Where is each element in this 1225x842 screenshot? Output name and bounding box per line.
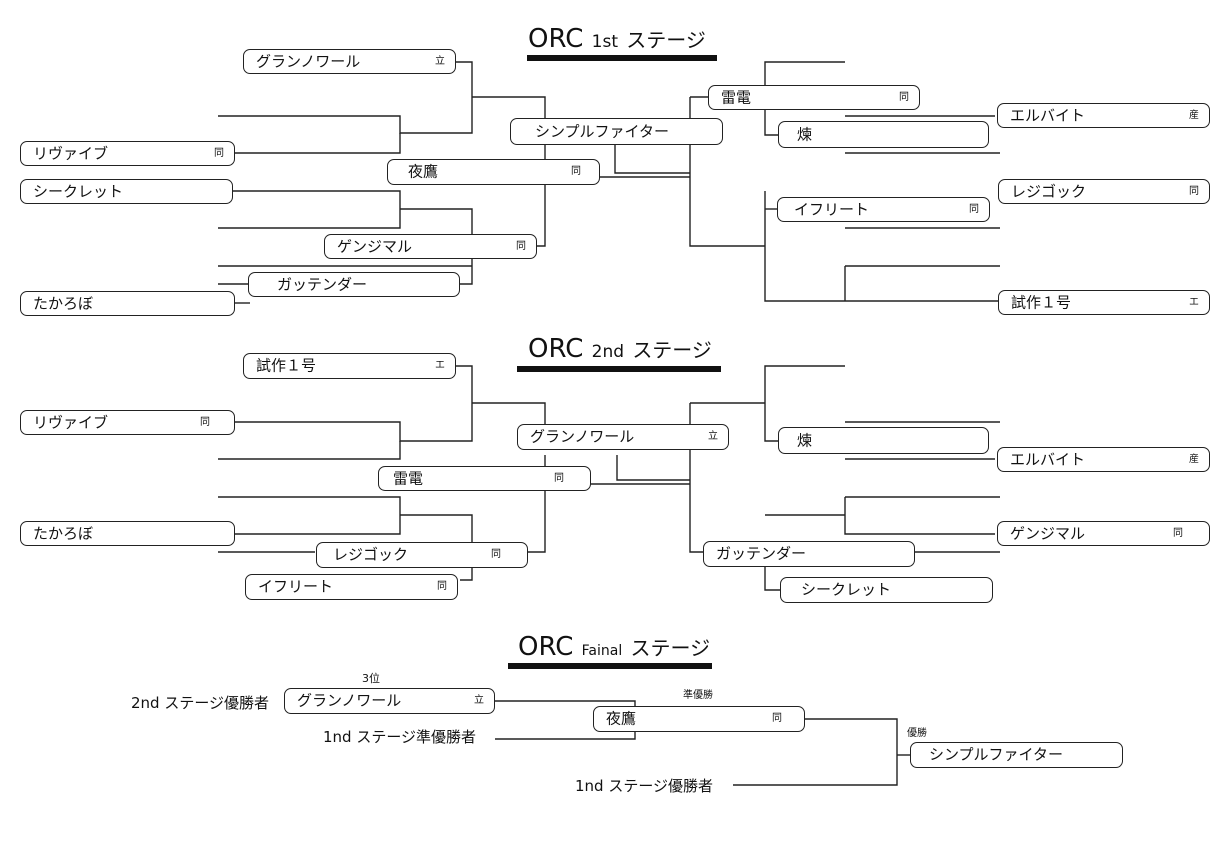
stage2-title-underline	[517, 366, 721, 372]
entry-affiliation: 同	[491, 549, 501, 560]
entry-affiliation: 同	[899, 91, 909, 103]
entry-name: シークレット	[33, 182, 124, 200]
entry-name: ガッテンダー	[277, 275, 368, 293]
entry-name: レジゴック	[1011, 182, 1087, 200]
seed-stage2-winner: 2nd ステージ優勝者	[131, 694, 270, 712]
final-title-underline	[508, 663, 712, 669]
entry-affiliation: エ	[435, 360, 445, 371]
stage1-title-main: ORC	[528, 24, 584, 54]
s1-entry-gurannowaru: グランノワール 立	[243, 49, 456, 74]
entry-name: 煉	[797, 431, 813, 449]
entry-name: 雷電	[393, 469, 424, 487]
entry-name: 煉	[797, 125, 813, 143]
stage2-title-stage: ステージ	[632, 338, 712, 362]
s1-entry-ifurito: イフリート 同	[777, 197, 990, 222]
s1-entry-rejigokku: レジゴック 同	[998, 179, 1210, 204]
stage2-title-sub: 2nd	[591, 342, 625, 362]
s2-entry-rejigokku: レジゴック 同	[316, 542, 528, 568]
stage1-title-underline	[527, 55, 717, 61]
third-place-label: 3位	[362, 672, 380, 685]
entry-affiliation: 産	[1189, 453, 1199, 465]
entry-name: シークレット	[801, 580, 892, 599]
entry-affiliation: 同	[1173, 527, 1183, 539]
final-title-sub: Fainal	[581, 643, 623, 659]
final-title-stage: ステージ	[630, 636, 711, 660]
stage1-title: ORC 1st ステージ	[528, 26, 706, 52]
stage1-title-sub: 1st	[591, 32, 618, 52]
entry-name: グランノワール	[297, 691, 402, 710]
entry-name: シンプルファイター	[929, 745, 1063, 764]
final-title: ORC Fainal ステージ	[518, 634, 710, 660]
winner-label: 優勝	[907, 728, 927, 739]
s1-entry-ren: 煉	[778, 121, 989, 148]
entry-name: エルバイト	[1010, 450, 1086, 468]
s1-entry-takarobo: たかろぼ	[20, 291, 235, 316]
s1-entry-raiden: 雷電 同	[708, 85, 920, 110]
entry-affiliation: 同	[1189, 185, 1199, 197]
s2-entry-gurannowaru: グランノワール 立	[517, 424, 729, 450]
entry-affiliation: 産	[1189, 109, 1199, 121]
s1-entry-shinpurufaita: シンプルファイター	[510, 118, 723, 145]
s1-entry-rivaibu: リヴァイブ 同	[20, 141, 235, 166]
entry-affiliation: 同	[516, 240, 526, 252]
s1-entry-yotaka: 夜鷹 同	[387, 159, 600, 185]
entry-affiliation: 同	[571, 166, 581, 177]
runner-up-label: 準優勝	[683, 690, 713, 701]
entry-affiliation: 同	[437, 581, 447, 592]
entry-name: グランノワール	[256, 52, 361, 70]
entry-affiliation: 同	[214, 147, 224, 159]
seed-stage1-winner: 1nd ステージ優勝者	[575, 777, 714, 795]
s2-entry-rivaibu: リヴァイブ 同	[20, 410, 235, 435]
entry-name: 夜鷹	[408, 162, 439, 181]
entry-name: シンプルファイター	[535, 122, 669, 140]
s1-entry-shikuretto: シークレット	[20, 179, 233, 204]
entry-name: 試作１号	[256, 356, 317, 375]
entry-affiliation: 同	[772, 713, 782, 724]
entry-affiliation: 同	[554, 472, 564, 484]
entry-name: イフリート	[258, 577, 334, 596]
stage2-title-main: ORC	[528, 334, 584, 364]
s2-entry-raiden: 雷電 同	[378, 466, 591, 491]
final-runner-up: 夜鷹 同	[593, 706, 805, 732]
entry-name: たかろぼ	[33, 294, 94, 312]
s1-entry-genjimaru: ゲンジマル 同	[324, 234, 537, 259]
entry-name: ゲンジマル	[1010, 524, 1086, 542]
final-third-place: グランノワール 立	[284, 688, 495, 714]
entry-affiliation: エ	[1189, 296, 1199, 308]
entry-name: 試作１号	[1011, 293, 1072, 311]
entry-affiliation: 立	[435, 55, 445, 67]
entry-affiliation: 同	[200, 416, 210, 428]
s2-entry-ifurito: イフリート 同	[245, 574, 458, 600]
s2-entry-gattenda: ガッテンダー	[703, 541, 915, 567]
s2-entry-shisaku1go: 試作１号 エ	[243, 353, 456, 379]
entry-affiliation: 立	[474, 695, 484, 706]
entry-name: 夜鷹	[606, 709, 637, 728]
s1-entry-gattenda: ガッテンダー	[248, 272, 460, 297]
entry-name: エルバイト	[1010, 106, 1086, 124]
s2-entry-ren: 煉	[778, 427, 989, 454]
entry-name: グランノワール	[530, 427, 635, 446]
entry-name: レジゴック	[333, 545, 409, 564]
s2-entry-genjimaru: ゲンジマル 同	[997, 521, 1210, 546]
s2-entry-erubaito: エルバイト 産	[997, 447, 1210, 472]
entry-name: リヴァイブ	[33, 413, 109, 431]
s1-entry-shisaku1go: 試作１号 エ	[998, 290, 1210, 315]
entry-name: ゲンジマル	[337, 237, 413, 255]
final-title-main: ORC	[518, 632, 574, 662]
s2-entry-shikuretto: シークレット	[780, 577, 993, 603]
stage1-title-stage: ステージ	[626, 28, 706, 52]
s2-entry-takarobo: たかろぼ	[20, 521, 235, 546]
entry-name: イフリート	[794, 200, 870, 218]
entry-name: リヴァイブ	[33, 144, 109, 162]
seed-stage1-runner-up: 1nd ステージ準優勝者	[323, 728, 477, 746]
s1-entry-erubaito: エルバイト 産	[997, 103, 1210, 128]
entry-name: ガッテンダー	[716, 544, 807, 563]
stage2-title: ORC 2nd ステージ	[528, 336, 712, 362]
entry-name: たかろぼ	[33, 524, 94, 542]
entry-name: 雷電	[721, 88, 752, 106]
final-winner: シンプルファイター	[910, 742, 1123, 768]
entry-affiliation: 立	[708, 431, 718, 442]
entry-affiliation: 同	[969, 203, 979, 215]
